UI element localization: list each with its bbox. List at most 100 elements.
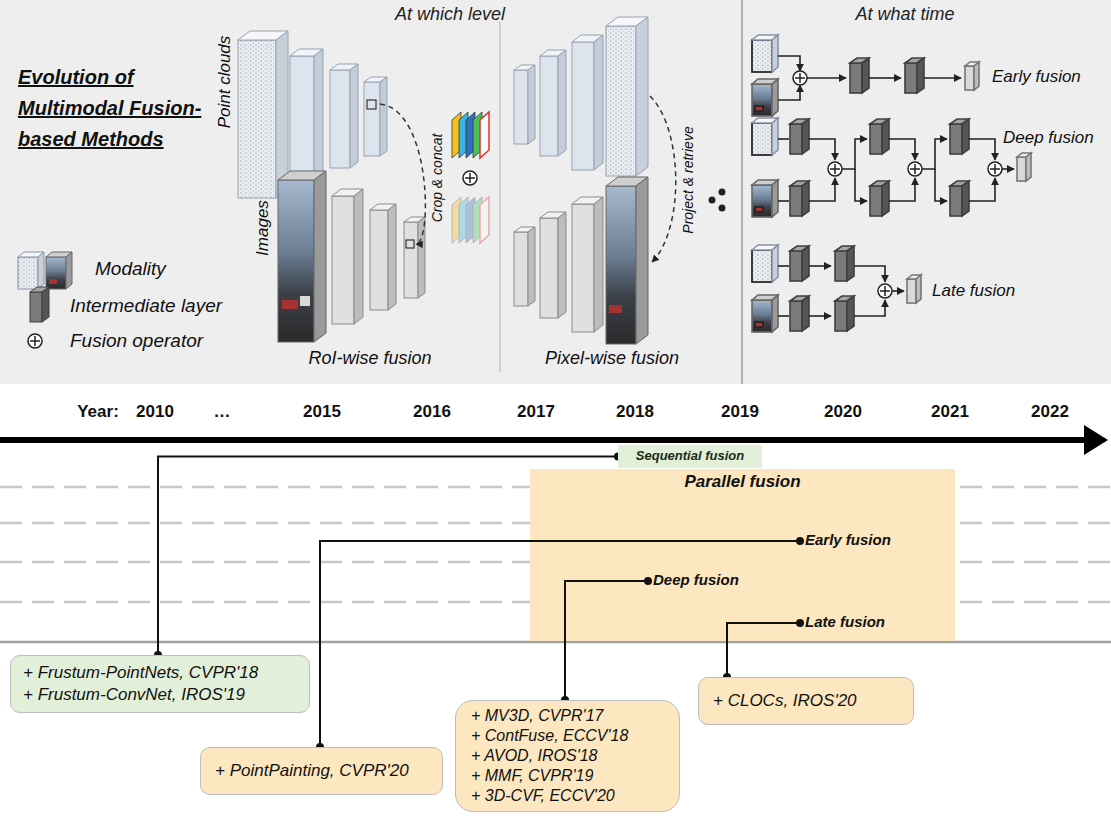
pixel-image-stack-part — [540, 218, 558, 318]
roi-point-cloud-stack-part — [367, 100, 376, 109]
late-fusion-scheme-part — [790, 296, 809, 331]
deep-fusion-scheme — [752, 118, 1031, 217]
node-text: + Frustum-PointNets, CVPR'18 — [23, 662, 258, 684]
early-fusion-scheme-part — [965, 62, 979, 90]
late-fusion-scheme-part — [790, 246, 809, 281]
axis-title: Year: — [77, 402, 119, 422]
timeline-rows-part — [0, 601, 1111, 604]
feature-vectors-part — [466, 112, 475, 158]
axis-year: 2017 — [517, 402, 555, 422]
deep-fusion-scheme-part — [988, 162, 1002, 176]
node-text: + MMF, CVPR'19 — [471, 766, 593, 786]
leader-connector — [727, 623, 800, 677]
deep-fusion-scheme-part — [855, 169, 867, 201]
late-fusion-scheme-part — [892, 290, 904, 292]
legend-samples-part — [30, 287, 49, 322]
roi-image-stack-part — [278, 180, 314, 342]
section-heading: At what time — [855, 4, 954, 25]
pixel-image-stack-part — [514, 232, 528, 306]
pixel-point-cloud-stack-part — [594, 35, 603, 170]
timeline-rows — [0, 487, 1111, 602]
deep-fusion-scheme-part — [889, 139, 915, 160]
pixel-point-cloud-stack-part — [558, 50, 566, 156]
feature-vectors-part — [452, 197, 489, 243]
scheme-caption: Late fusion — [932, 281, 1015, 301]
deep-fusion-scheme-part — [870, 181, 889, 216]
legend-text: Modality — [95, 258, 166, 280]
pixel-point-cloud-stack-part — [514, 65, 535, 70]
pixel-point-cloud-stack-part — [572, 35, 603, 42]
timeline-axis — [0, 425, 1108, 455]
timeline-baseline-part — [0, 641, 1111, 644]
project-retrieve-path-part — [650, 96, 676, 262]
pixel-image-stack-part — [558, 212, 566, 318]
roi-point-cloud-stack-part — [330, 70, 350, 168]
section-heading: At which level — [395, 4, 505, 25]
axis-year: 2022 — [1031, 402, 1069, 422]
crop-concat-path-part — [380, 104, 425, 244]
roi-image-stack-part — [332, 196, 354, 324]
deep-fusion-scheme-part — [778, 138, 789, 140]
pixel-image-stack — [514, 177, 648, 344]
parallel-band: Parallel fusionEarly fusionDeep fusionLa… — [530, 469, 955, 641]
timeline-baseline — [0, 642, 1111, 643]
early-fusion-scheme — [752, 35, 979, 116]
pixel-image-stack-part — [540, 212, 566, 218]
pixel-point-cloud-stack-part — [528, 65, 535, 144]
top-panel — [0, 0, 1111, 384]
legend-samples-part — [18, 252, 44, 289]
roi-point-cloud-stack-part — [380, 77, 387, 156]
connector-dot — [796, 619, 804, 627]
roi-point-cloud-stack-part — [364, 82, 380, 156]
path-label: Crop & concat — [429, 134, 445, 223]
axis-year: 2016 — [413, 402, 451, 422]
fusion-row: Late fusion — [800, 610, 900, 636]
pixel-point-cloud-stack-part — [606, 17, 648, 26]
late-fusion-scheme-part — [835, 296, 854, 331]
stack-label: Point clouds — [215, 36, 234, 129]
deep-fusion-scheme-part — [1017, 153, 1031, 181]
fusion-row: Deep fusion — [648, 568, 748, 594]
early-fusion-scheme-part — [778, 56, 800, 71]
roi-image-stack-part — [388, 204, 396, 310]
method-box: + Frustum-PointNets, CVPR'18+ Frustum-Co… — [10, 655, 310, 713]
roi-point-cloud-stack-part — [290, 49, 323, 56]
method-box: + MV3D, CVPR'17+ ContFuse, ECCV'18+ AVOD… — [455, 700, 680, 812]
scheme-caption: Deep fusion — [1003, 128, 1094, 148]
feature-vectors-part-part — [473, 197, 482, 243]
axis-year: 2010 — [136, 402, 174, 422]
roi-image-stack-part — [282, 300, 298, 309]
axis-year: 2018 — [616, 402, 654, 422]
pixel-point-cloud-stack-part — [514, 70, 528, 144]
deep-fusion-scheme-part — [908, 162, 922, 176]
roi-image-stack — [278, 171, 425, 342]
deep-fusion-scheme-part — [969, 139, 995, 160]
roi-point-cloud-stack-part — [276, 31, 288, 198]
early-fusion-scheme-part — [869, 77, 901, 79]
node-text: Early fusion — [805, 528, 891, 552]
band-fill — [530, 469, 955, 641]
pixel-point-cloud-stack-part — [636, 17, 648, 176]
deep-fusion-scheme-part — [950, 119, 969, 154]
axis-year: 2015 — [303, 402, 341, 422]
deep-fusion-scheme-part — [889, 178, 915, 201]
legend-samples-part — [28, 334, 42, 348]
roi-point-cloud-stack-part — [238, 31, 288, 40]
roi-image-stack-part — [404, 222, 418, 298]
late-fusion-scheme-part — [752, 295, 778, 332]
node-text: + MV3D, CVPR'17 — [471, 706, 603, 726]
deep-fusion-scheme-part — [969, 178, 995, 201]
feature-vectors-part — [452, 112, 461, 158]
pixel-point-cloud-stack-part — [572, 42, 594, 170]
node-text: Parallel fusion — [684, 471, 800, 493]
late-fusion-scheme-part — [835, 246, 854, 281]
axis-year: 2021 — [931, 402, 969, 422]
timeline-axis-part — [1084, 425, 1108, 455]
pixel-image-stack-part — [606, 177, 648, 186]
project-retrieve-path — [650, 96, 726, 262]
pixel-image-stack-part — [606, 186, 636, 344]
roi-point-cloud-stack — [238, 31, 387, 198]
late-fusion-scheme-part — [878, 284, 892, 298]
late-fusion-scheme-part — [778, 265, 789, 267]
stack-label: Images — [253, 200, 272, 256]
